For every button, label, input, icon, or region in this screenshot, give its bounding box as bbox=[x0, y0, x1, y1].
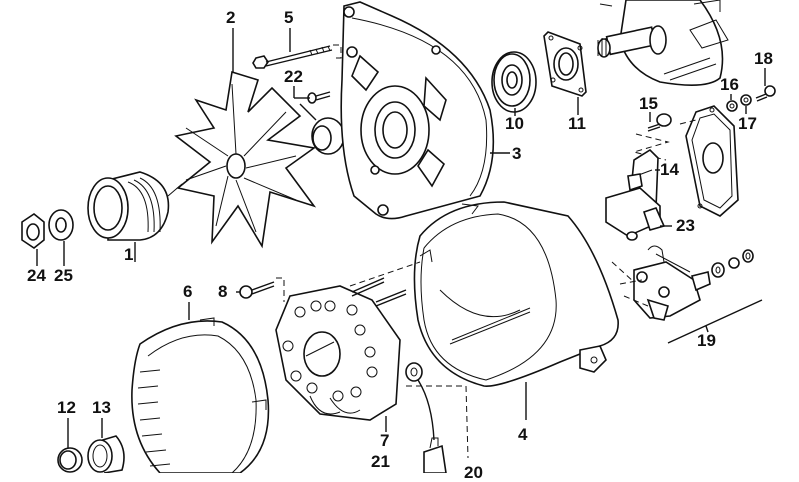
part-4-slip-ring-housing bbox=[413, 201, 619, 387]
part-5-bolt bbox=[252, 45, 333, 69]
part-14-brush-holder bbox=[605, 148, 666, 241]
rotor bbox=[597, 0, 729, 86]
part-19-regulator bbox=[633, 245, 711, 321]
part-21-screws bbox=[351, 277, 407, 307]
part-16-washer bbox=[726, 100, 738, 112]
part-3-drive-end-housing bbox=[340, 1, 495, 220]
part-6-stator bbox=[131, 317, 270, 473]
part-24-nut bbox=[21, 213, 45, 249]
part-22-seal bbox=[311, 117, 345, 155]
callout-22: 22 bbox=[284, 67, 303, 86]
regulator-cover-plate bbox=[685, 105, 739, 217]
part-20-capacitor bbox=[405, 362, 447, 473]
callout-15: 15 bbox=[639, 94, 658, 113]
callout-24: 24 bbox=[27, 266, 46, 285]
part-18-screw bbox=[755, 85, 776, 102]
part-17-nut bbox=[740, 94, 752, 106]
callout-11: 11 bbox=[568, 114, 586, 133]
part-15-screw bbox=[647, 113, 672, 132]
callout-16: 16 bbox=[720, 75, 739, 94]
callout-6: 6 bbox=[183, 282, 193, 301]
callout-23: 23 bbox=[676, 216, 695, 235]
part-13-bearing-sleeve bbox=[87, 435, 125, 473]
callout-8: 8 bbox=[218, 282, 228, 301]
part-7-rectifier bbox=[275, 285, 401, 421]
part-19-washers bbox=[711, 249, 754, 278]
callout-10: 10 bbox=[505, 114, 524, 133]
part-1-pulley bbox=[87, 171, 170, 241]
part-2-fan bbox=[174, 70, 317, 249]
callout-7: 7 bbox=[380, 431, 390, 450]
callout-19: 19 bbox=[697, 331, 716, 350]
callout-4: 4 bbox=[518, 425, 528, 444]
callout-18: 18 bbox=[754, 49, 773, 68]
callout-14: 14 bbox=[660, 160, 679, 179]
part-10-bearing bbox=[491, 51, 537, 113]
callout-1: 1 bbox=[124, 245, 134, 264]
callout-12: 12 bbox=[57, 398, 76, 417]
part-8-screw bbox=[239, 281, 275, 299]
part-22-screw bbox=[307, 91, 331, 104]
callout-25: 25 bbox=[54, 266, 73, 285]
callout-5: 5 bbox=[284, 8, 294, 27]
callout-21: 21 bbox=[371, 452, 390, 471]
callout-3: 3 bbox=[512, 144, 522, 163]
callout-13: 13 bbox=[92, 398, 111, 417]
callout-17: 17 bbox=[738, 114, 757, 133]
part-11-retainer-plate bbox=[543, 31, 587, 97]
callout-2: 2 bbox=[226, 8, 236, 27]
part-12-bearing bbox=[57, 447, 83, 473]
part-25-washer bbox=[48, 209, 74, 241]
